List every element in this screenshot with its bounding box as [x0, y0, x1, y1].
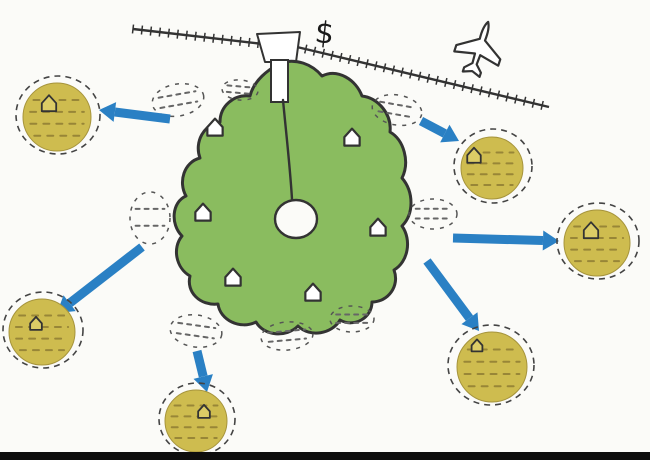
growth-arrow	[418, 117, 459, 143]
dollar-sign: $	[313, 15, 336, 52]
field-patch	[329, 305, 375, 333]
satellite-town	[447, 324, 535, 406]
city-house-icon	[206, 117, 224, 137]
satellite-house-icon	[466, 146, 482, 164]
railway-line	[131, 24, 550, 110]
satellite-house-icon	[582, 221, 600, 240]
growth-arrow	[452, 230, 559, 251]
satellite-town	[556, 202, 640, 280]
field-patch	[129, 191, 171, 245]
field-patch	[408, 198, 458, 230]
city-house-icon	[369, 217, 387, 237]
center-plaza	[273, 198, 319, 240]
satellite-house-icon	[40, 94, 58, 113]
city-house-icon	[304, 282, 322, 302]
railway-station	[256, 31, 301, 63]
growth-arrow	[423, 258, 479, 331]
field-patch	[221, 79, 259, 101]
city-house-icon	[343, 127, 361, 147]
satellite-town	[15, 75, 101, 155]
field-patch	[151, 82, 205, 118]
bottom-border	[0, 452, 650, 460]
growth-arrow	[99, 102, 171, 124]
airplane-icon	[453, 20, 502, 79]
satellite-boundary-dashed	[447, 324, 535, 406]
satellite-boundary-dashed	[556, 202, 640, 280]
city-house-icon	[194, 202, 212, 222]
satellite-boundary-dashed	[453, 128, 533, 204]
station-entry	[270, 59, 289, 103]
field-patch	[169, 313, 223, 349]
satellite-house-icon	[197, 403, 211, 419]
city-house-icon	[224, 267, 242, 287]
satellite-town	[2, 291, 84, 369]
city-core	[172, 59, 413, 336]
field-patch	[260, 321, 314, 351]
satellite-house-icon	[470, 338, 484, 353]
satellite-boundary-dashed	[15, 75, 101, 155]
satellite-house-icon	[29, 315, 43, 331]
city-axis-line	[281, 98, 294, 201]
satellite-boundary-dashed	[2, 291, 84, 369]
satellite-town	[453, 128, 533, 204]
